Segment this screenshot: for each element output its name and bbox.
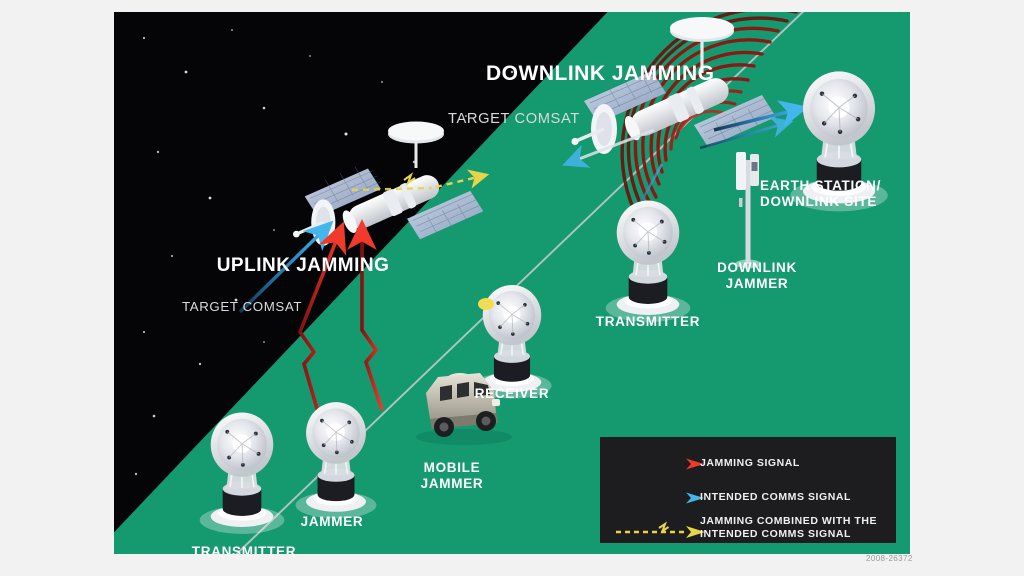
downlink-jammer-tower bbox=[735, 152, 761, 269]
legend-label-intended-signal: INTENDED COMMS SIGNAL bbox=[700, 491, 851, 503]
mobile-jammer-vehicle bbox=[416, 373, 512, 445]
receiver-signal-highlight bbox=[478, 298, 494, 310]
label-receiver: RECEIVER bbox=[474, 386, 550, 401]
diagram-artwork bbox=[198, 12, 889, 535]
legend-label-jamming-signal: JAMMING SIGNAL bbox=[700, 457, 800, 469]
uplink-jamming-signals bbox=[297, 218, 384, 413]
reference-number: 2008-26372 bbox=[866, 554, 913, 563]
uplink-jamming-title: UPLINK JAMMING TARGET COMSAT bbox=[182, 234, 389, 357]
legend-label-combined-signal: JAMMING COMBINED WITH THE INTENDED COMMS… bbox=[700, 515, 878, 540]
uplink-jamming-title-sub: TARGET COMSAT bbox=[182, 298, 303, 314]
downlink-jamming-title-sub: TARGET COMSAT bbox=[448, 110, 580, 127]
legend-item-combined-signal: JAMMING COMBINED WITH THE INTENDED COMMS… bbox=[600, 515, 896, 545]
label-earth-station: EARTH STATION/ DOWNLINK SITE bbox=[760, 178, 882, 210]
uplink-satellite bbox=[291, 121, 485, 248]
jammer-dish bbox=[294, 401, 378, 520]
downlink-white-beam bbox=[562, 128, 655, 168]
legend: JAMMING SIGNAL INTENDED COMMS SIGNAL bbox=[600, 437, 896, 543]
downlink-satellite bbox=[569, 17, 778, 156]
label-transmitter-right: TRANSMITTER bbox=[595, 314, 701, 329]
uplink-intended-signal bbox=[238, 220, 334, 314]
combined-signal-path bbox=[351, 169, 490, 192]
transmitter-dish-right bbox=[604, 199, 692, 323]
label-downlink-jammer: DOWNLINK JAMMER bbox=[717, 260, 797, 292]
legend-item-intended-signal: INTENDED COMMS SIGNAL bbox=[600, 485, 896, 511]
legend-item-jamming-signal: JAMMING SIGNAL bbox=[600, 451, 896, 477]
downlink-jamming-title: DOWNLINK JAMMING TARGET COMSAT bbox=[448, 38, 715, 174]
legend-yellow-dashed-arrow-icon bbox=[616, 521, 705, 538]
uplink-jamming-title-main: UPLINK JAMMING bbox=[216, 255, 390, 277]
downlink-jamming-title-main: DOWNLINK JAMMING bbox=[486, 61, 715, 85]
label-mobile-jammer: MOBILE JAMMER bbox=[420, 460, 484, 492]
diagram-figure: DOWNLINK JAMMING TARGET COMSAT UPLINK JA… bbox=[114, 12, 910, 554]
legend-red-arrow-icon bbox=[616, 458, 704, 470]
label-transmitter-left: TRANSMITTER bbox=[191, 544, 297, 554]
legend-blue-arrow-icon bbox=[616, 492, 704, 504]
label-jammer: JAMMER bbox=[300, 514, 364, 529]
